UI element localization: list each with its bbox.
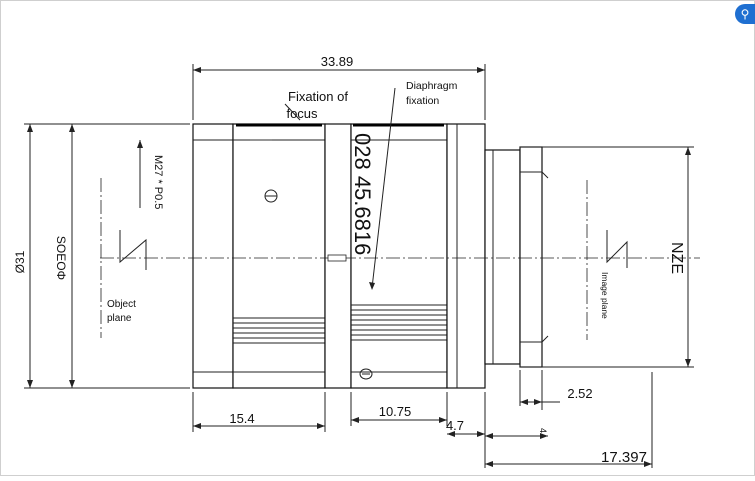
object-break-symbol [119, 230, 147, 270]
dim-outer-diameter: Ø31 [13, 250, 27, 273]
focus-label-line2: focus [286, 106, 318, 121]
dim-total-length: 33.89 [321, 54, 354, 69]
dim-focus-ring: 10.75 [379, 404, 412, 419]
front-barrel [192, 123, 234, 389]
dim-back-focal: 17.397 [601, 449, 647, 466]
part-number: 028 45.6816 [350, 133, 375, 255]
diaphragm-knurl [351, 304, 447, 341]
dim-front-section: 15.4 [229, 411, 254, 426]
object-plane-label-line2: plane [107, 313, 132, 324]
thread-spec: M27 * P0.5 [152, 155, 164, 209]
diaphragm-ring [350, 123, 448, 389]
focus-label-line1: Fixation of [288, 89, 348, 104]
mount-thread [484, 149, 521, 365]
dimension-lines [24, 64, 694, 468]
diaphragm-label-line2: fixation [406, 95, 439, 107]
dim-object-side: SOEOΦ [54, 236, 68, 280]
dim-flange-tick: 4 [538, 428, 548, 433]
focus-knurl [233, 317, 325, 344]
axis-marker [327, 254, 347, 262]
mount-flange [519, 146, 543, 368]
diaphragm-label-line1: Diaphragm [406, 80, 458, 92]
link-icon[interactable]: ⚲ [735, 4, 755, 24]
rear-collar [446, 123, 486, 389]
dim-gap: 4.7 [446, 418, 464, 433]
image-break-symbol [606, 230, 628, 268]
dim-flange: 2.52 [567, 386, 592, 401]
diaphragm-screw [359, 368, 373, 380]
dim-image-side: NZE [668, 242, 685, 274]
focus-ring [232, 123, 326, 389]
object-plane-label-line1: Object [107, 299, 136, 310]
image-plane-label: Image plane [600, 272, 610, 319]
